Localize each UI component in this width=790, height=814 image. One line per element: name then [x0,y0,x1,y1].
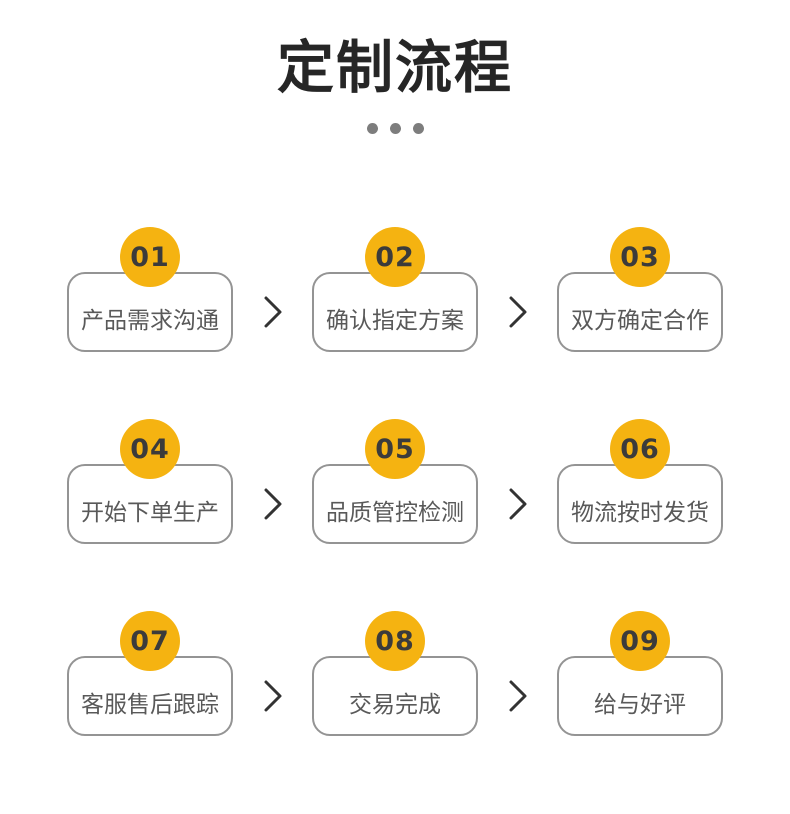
step-card-03: 03 双方确定合作 [557,227,723,352]
step-card-04: 04 开始下单生产 [67,419,233,544]
step-number-badge: 03 [610,227,670,287]
process-grid: 01 产品需求沟通 02 确认指定方案 03 双方确定合作 04 开始下单生产 [0,227,790,736]
step-label-box: 双方确定合作 [557,272,723,352]
chevron-right-glyph [509,488,526,520]
step-card-09: 09 给与好评 [557,611,723,736]
dot-icon [389,123,401,134]
step-card-05: 05 品质管控检测 [312,419,478,544]
step-number: 05 [375,433,415,465]
step-number-badge: 01 [120,227,180,287]
step-number-badge: 09 [610,611,670,671]
chevron-right-icon [478,419,557,522]
chevron-right-glyph [264,680,281,712]
step-number: 06 [620,433,660,465]
process-row-2: 04 开始下单生产 05 品质管控检测 06 物流按时发货 [0,419,790,544]
dot-icon [412,123,424,134]
step-number: 07 [130,625,170,657]
step-label: 客服售后跟踪 [81,692,219,718]
step-number: 01 [130,241,170,273]
step-label: 品质管控检测 [326,500,464,526]
step-label: 确认指定方案 [326,308,464,334]
step-label: 开始下单生产 [81,500,219,526]
chevron-right-glyph [264,296,281,328]
chevron-right-icon [233,611,312,714]
step-card-02: 02 确认指定方案 [312,227,478,352]
step-number-badge: 02 [365,227,425,287]
process-row-1: 01 产品需求沟通 02 确认指定方案 03 双方确定合作 [0,227,790,352]
step-label: 产品需求沟通 [81,308,219,334]
step-card-07: 07 客服售后跟踪 [67,611,233,736]
title-divider-dots [0,123,790,134]
step-label: 给与好评 [594,692,686,718]
step-number: 08 [375,625,415,657]
step-card-06: 06 物流按时发货 [557,419,723,544]
step-number: 02 [375,241,415,273]
step-label: 双方确定合作 [571,308,709,334]
step-number-badge: 08 [365,611,425,671]
step-number: 03 [620,241,660,273]
page-title: 定制流程 [277,35,513,101]
chevron-right-icon [478,611,557,714]
dot-icon [366,123,378,134]
step-number: 04 [130,433,170,465]
chevron-right-glyph [264,488,281,520]
step-number-badge: 04 [120,419,180,479]
chevron-right-icon [233,419,312,522]
step-number-badge: 07 [120,611,180,671]
chevron-right-glyph [509,296,526,328]
step-label: 交易完成 [349,692,441,718]
step-number-badge: 06 [610,419,670,479]
process-row-3: 07 客服售后跟踪 08 交易完成 09 给与好评 [0,611,790,736]
step-number-badge: 05 [365,419,425,479]
step-card-08: 08 交易完成 [312,611,478,736]
chevron-right-icon [233,227,312,330]
step-number: 09 [620,625,660,657]
chevron-right-glyph [509,680,526,712]
chevron-right-icon [478,227,557,330]
step-label: 物流按时发货 [571,500,709,526]
step-card-01: 01 产品需求沟通 [67,227,233,352]
